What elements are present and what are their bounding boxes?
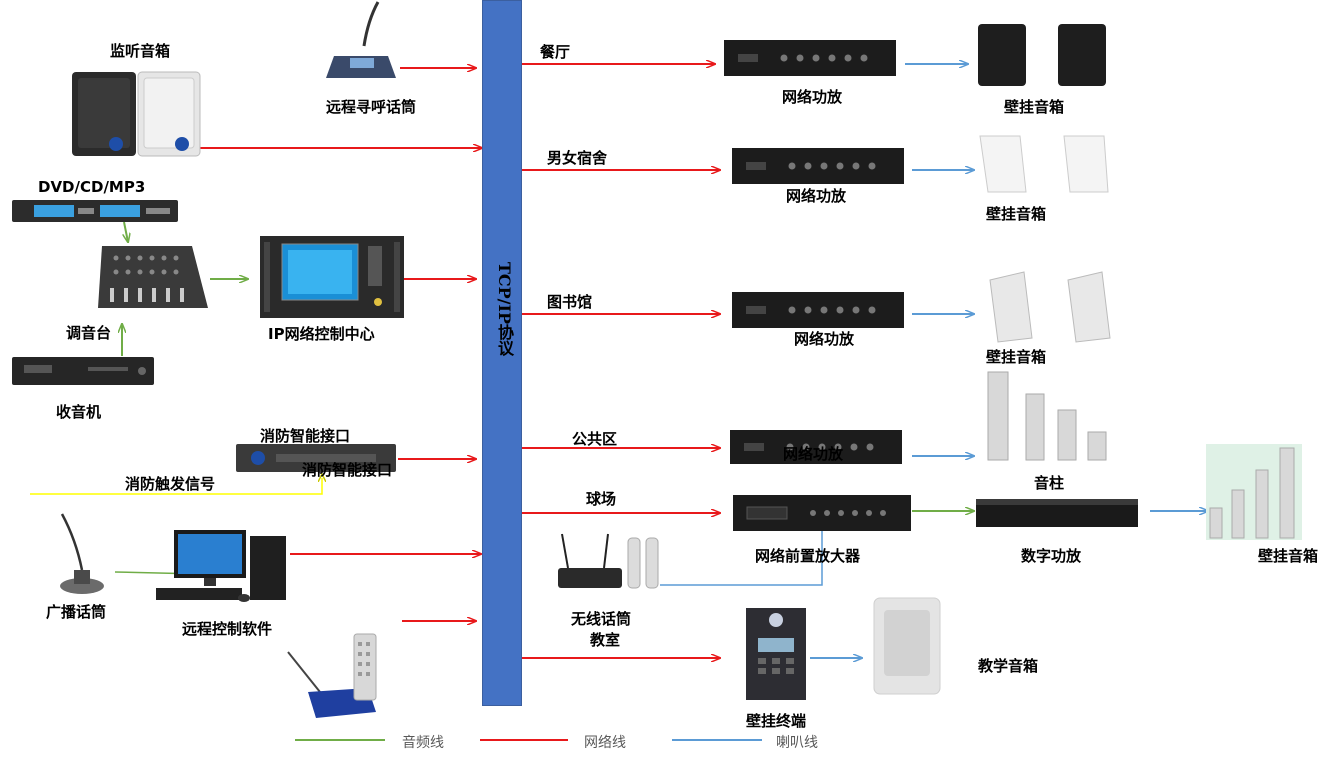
legend-speaker-label: 喇叭线	[776, 735, 818, 751]
remote-software-label: 远程控制软件	[182, 620, 273, 638]
mixer-label: 调音台	[66, 324, 112, 342]
zone-restaurant: 餐厅	[540, 43, 571, 61]
spk3-label: 壁挂音箱	[986, 348, 1047, 366]
fire-trigger-label: 消防触发信号	[125, 475, 216, 493]
network-amp-1-image	[724, 40, 896, 76]
network-amp-2-image	[732, 148, 904, 184]
paging-mic-image	[326, 1, 396, 78]
wall-speaker-black-image	[978, 24, 1106, 86]
zone-public: 公共区	[572, 430, 618, 448]
radio-label: 收音机	[56, 403, 102, 421]
fire-interface-top-label: 消防智能接口	[260, 427, 351, 445]
far-speaker-image	[1206, 444, 1302, 540]
digital-amp-label: 数字功放	[1021, 547, 1082, 565]
line-fire-trigger	[30, 478, 322, 495]
mixer-image	[98, 246, 208, 308]
zone-classroom: 教室	[590, 631, 621, 649]
network-preamp-image	[733, 495, 911, 531]
computer-image	[156, 530, 286, 602]
broadcast-mic-image	[60, 513, 104, 594]
wireless-mic-image	[558, 533, 659, 589]
fire-interface-image	[236, 444, 396, 472]
digital-amp-image	[976, 499, 1138, 527]
spk-far-label: 壁挂音箱	[1258, 547, 1319, 565]
tcpip-bus-label: TCP/IP协议	[495, 262, 514, 357]
monitor-speakers-label: 监听音箱	[110, 42, 171, 60]
monitor-speakers-image	[72, 71, 201, 157]
paging-mic-label: 远程寻呼话筒	[326, 98, 417, 116]
line-dvd-mixer	[124, 221, 128, 242]
wall-terminal-image	[746, 608, 806, 700]
ip-control-center-image	[260, 236, 404, 318]
teaching-spk-label: 教学音箱	[978, 657, 1039, 675]
zone-court: 球场	[586, 490, 617, 508]
zone-dorm: 男女宿舍	[547, 149, 608, 167]
fire-interface-bottom-label: 消防智能接口	[302, 461, 393, 479]
spk1-label: 壁挂音箱	[1004, 98, 1065, 116]
spk2-label: 壁挂音箱	[986, 205, 1047, 223]
dvd-player-image	[12, 200, 178, 222]
amp3-label: 网络功放	[794, 330, 855, 348]
zone-library: 图书馆	[547, 293, 593, 311]
line-wireless	[660, 520, 823, 586]
network-amp-3-image	[732, 292, 904, 328]
teaching-speaker-image	[873, 597, 941, 695]
radio-tuner-image	[12, 357, 154, 385]
legend-network-label: 网络线	[584, 735, 626, 751]
preamp-label: 网络前置放大器	[755, 547, 861, 565]
dvd-label: DVD/CD/MP3	[38, 178, 146, 196]
column-label: 音柱	[1034, 474, 1065, 492]
network-amp-4-image	[730, 430, 902, 464]
broadcast-mic-label: 广播话筒	[46, 603, 107, 621]
ip-center-label: IP网络控制中心	[268, 325, 375, 343]
amp2-label: 网络功放	[786, 187, 847, 205]
column-speaker-image	[987, 371, 1107, 461]
wireless-mic-label: 无线话筒	[571, 610, 632, 628]
wall-speaker-white-image	[979, 135, 1109, 193]
amp4-label: 网络功放	[783, 445, 844, 463]
legend-audio-label: 音频线	[402, 735, 444, 751]
router-remote-image	[287, 633, 377, 718]
wall-terminal-label: 壁挂终端	[746, 712, 807, 730]
wall-speaker-gray-image	[989, 271, 1111, 343]
tcpip-bus	[482, 0, 522, 706]
amp1-label: 网络功放	[782, 88, 843, 106]
